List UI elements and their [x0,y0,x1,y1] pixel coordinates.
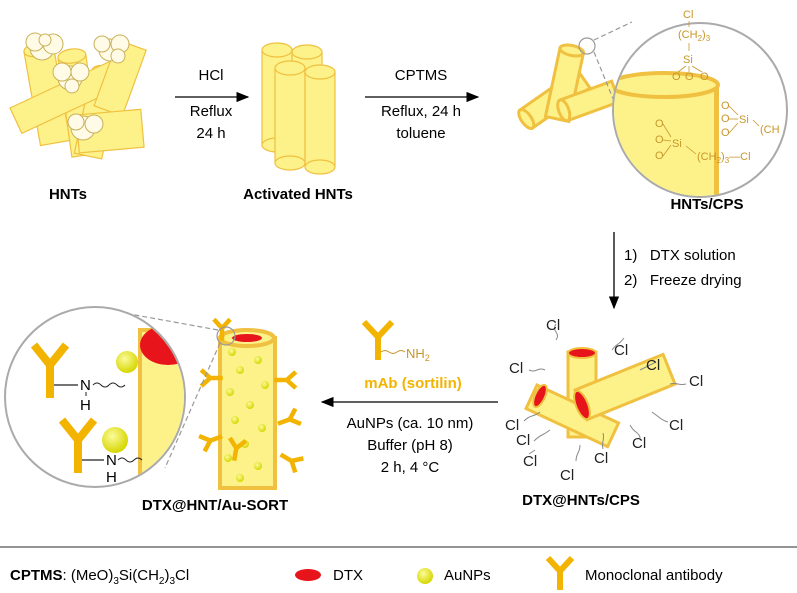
step4-reagent: mAb (sortilin) [364,375,462,392]
chem-ch2-left: (CH2)3—Cl [697,151,751,165]
step2-reagent: CPTMS [395,67,448,84]
label-final: DTX@HNT/Au-SORT [142,497,288,514]
step4-line2: AuNPs (ca. 10 nm) [347,415,474,432]
svg-text:Cl: Cl [516,432,530,449]
chem-si-top: Si [683,54,693,66]
svg-text:Cl: Cl [689,373,703,390]
amide-h-top: H [80,397,91,414]
svg-text:O: O [721,100,730,112]
dtx-hnts-cps-illustration: Cl Cl Cl Cl Cl Cl Cl Cl Cl Cl Cl Cl [505,317,703,484]
svg-text:Cl: Cl [505,417,519,434]
svg-text:O: O [672,71,681,83]
amide-h-bottom: H [106,469,117,486]
chem-si-right: Si [739,114,749,126]
final-nanohybrid-illustration [199,319,303,490]
svg-text:Cl: Cl [614,342,628,359]
svg-text:O: O [655,150,664,162]
legend-antibody-icon [545,555,575,590]
svg-text:Cl: Cl [523,453,537,470]
svg-text:O: O [700,71,709,83]
hnts-cps-illustration [517,43,622,131]
svg-text:O: O [655,118,664,130]
svg-text:O: O [685,71,694,83]
step4-line3: Buffer (pH 8) [367,437,453,454]
step2-line2: Reflux, 24 h [381,103,461,120]
zoom-circle-bottom: N H N H [4,306,186,488]
svg-text:Cl: Cl [594,450,608,467]
step3-line1: 1) DTX solution [624,247,736,264]
step4-line4: 2 h, 4 °C [381,459,440,476]
svg-text:Cl: Cl [546,317,560,334]
chem-si-left: Si [672,138,682,150]
chem-cl-top: Cl [683,9,693,21]
amide-n-bottom: N [106,452,117,469]
step3-line2: 2) Freeze drying [624,272,742,289]
svg-text:O: O [721,127,730,139]
svg-text:O: O [721,113,730,125]
label-dtx-hnts-cps: DTX@HNTs/CPS [522,492,640,509]
step2-line3: toluene [396,125,445,142]
activated-hnts-illustration [261,42,336,175]
label-activated-hnts: Activated HNTs [243,186,353,203]
svg-text:Cl: Cl [509,360,523,377]
step1-line2: Reflux [190,103,233,120]
zoom-circle-top: Cl (CH2)3 Si O O O O O O Si (CH O O O Si… [612,9,788,198]
legend-dtx-label: DTX [333,567,363,584]
step1-line3: 24 h [196,125,225,142]
antibody-nh2: NH2 [406,346,430,363]
amide-n-top: N [80,377,91,394]
svg-text:O: O [655,134,664,146]
antibody-reagent-icon [361,319,406,360]
chem-ch2-top: (CH2)3 [678,29,711,43]
svg-text:Cl: Cl [646,357,660,374]
svg-text:Cl: Cl [669,417,683,434]
step1-reagent: HCl [199,67,224,84]
hnts-illustration [9,32,147,160]
svg-text:Cl: Cl [632,435,646,452]
svg-text:Cl: Cl [560,467,574,484]
footer-cptms-formula: CPTMS: (MeO)3Si(CH2)3Cl [10,567,189,587]
zoom-marker-top [578,37,596,55]
legend-aunp-swatch [417,568,433,584]
chem-ch-partial: (CH [760,124,780,136]
legend-antibody-label: Monoclonal antibody [585,567,723,584]
legend-dtx-swatch [295,569,321,581]
legend-aunp-label: AuNPs [444,567,491,584]
label-hnts-cps: HNTs/CPS [670,196,743,213]
label-hnts: HNTs [49,186,87,203]
